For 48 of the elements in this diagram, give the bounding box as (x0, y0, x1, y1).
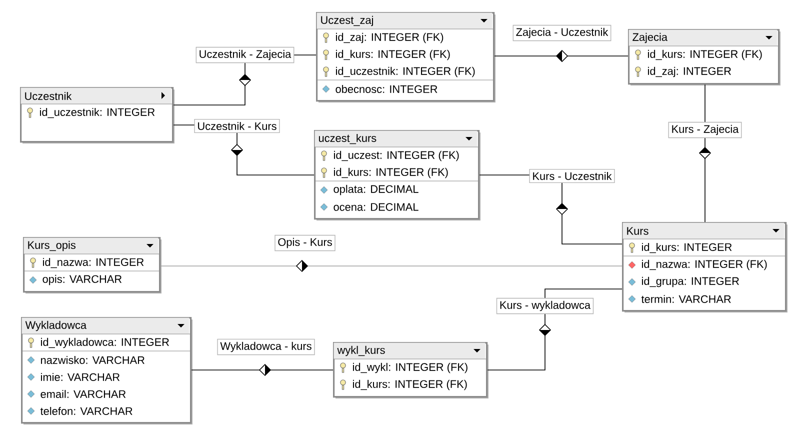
table-box (314, 130, 480, 220)
column-name: id_uczestnik: INTEGER (FK) (336, 66, 475, 78)
column-name: email: VARCHAR (40, 390, 126, 398)
column-name: id_wykladowca: INTEGER (41, 338, 169, 348)
table-title: Uczestnik (25, 92, 72, 100)
table-title: Kurs_opis (28, 240, 76, 252)
column-name: imie: VARCHAR (41, 372, 120, 381)
column-name: id_kurs: INTEGER (FK) (353, 380, 467, 390)
table-box (20, 87, 174, 144)
column-name: id_kurs: INTEGER (642, 242, 732, 254)
relationship-label: Kurs - Uczestnik (529, 168, 615, 183)
table-box (628, 29, 780, 86)
relationship-label: Opis - Kurs (274, 234, 336, 252)
column-name: id_nazwa: INTEGER (FK) (642, 260, 767, 270)
column-name: id_wykl: INTEGER (FK) (353, 362, 468, 374)
table-box (622, 222, 788, 312)
table-title: Wykladowca (25, 320, 87, 332)
table-box (20, 317, 192, 424)
column-name: id_uczest: INTEGER (FK) (334, 150, 459, 162)
table-box (332, 342, 488, 398)
column-name: termin: VARCHAR (641, 294, 731, 303)
table-title: Zajecia (632, 32, 668, 44)
column-name: opis: VARCHAR (42, 274, 122, 286)
column-name: id_kurs: INTEGER (FK) (336, 50, 450, 60)
column-name: id_zaj: INTEGER (FK) (336, 32, 444, 44)
column-name: oplata: DECIMAL (334, 184, 418, 196)
column-name: obecnosc: INTEGER (336, 84, 438, 93)
column-name: id_kurs: INTEGER (FK) (648, 50, 762, 60)
table-title: wykl_kurs (337, 346, 385, 356)
column-name: telefon: VARCHAR (40, 406, 132, 415)
column-name: nazwisko: VARCHAR (41, 356, 144, 364)
relationship-label: Zajecia - Uczestnik (512, 24, 612, 42)
table-box (22, 237, 162, 294)
column-name: id_kurs: INTEGER (FK) (334, 168, 448, 178)
relationship-label: Uczestnik - Kurs (194, 118, 280, 134)
table-title: uczest_kurs (318, 134, 376, 144)
table-title: Uczest_zaj (321, 16, 373, 26)
relationship-label: Wykladowca - kurs (217, 338, 315, 356)
column-name: id_uczestnik: INTEGER (40, 108, 155, 118)
column-name: ocena: DECIMAL (334, 203, 418, 211)
relationship-label: Kurs - Zajecia (668, 122, 742, 138)
relationship-label: Uczestnik - Zajecia (196, 46, 294, 64)
column-name: id_nazwa: INTEGER (43, 258, 144, 268)
column-name: id_grupa: INTEGER (642, 276, 739, 288)
table-box (316, 12, 496, 102)
table-title: Kurs (627, 227, 648, 235)
column-name: id_zaj: INTEGER (648, 66, 731, 78)
relationship-label: Kurs - wykladowca (496, 298, 594, 314)
